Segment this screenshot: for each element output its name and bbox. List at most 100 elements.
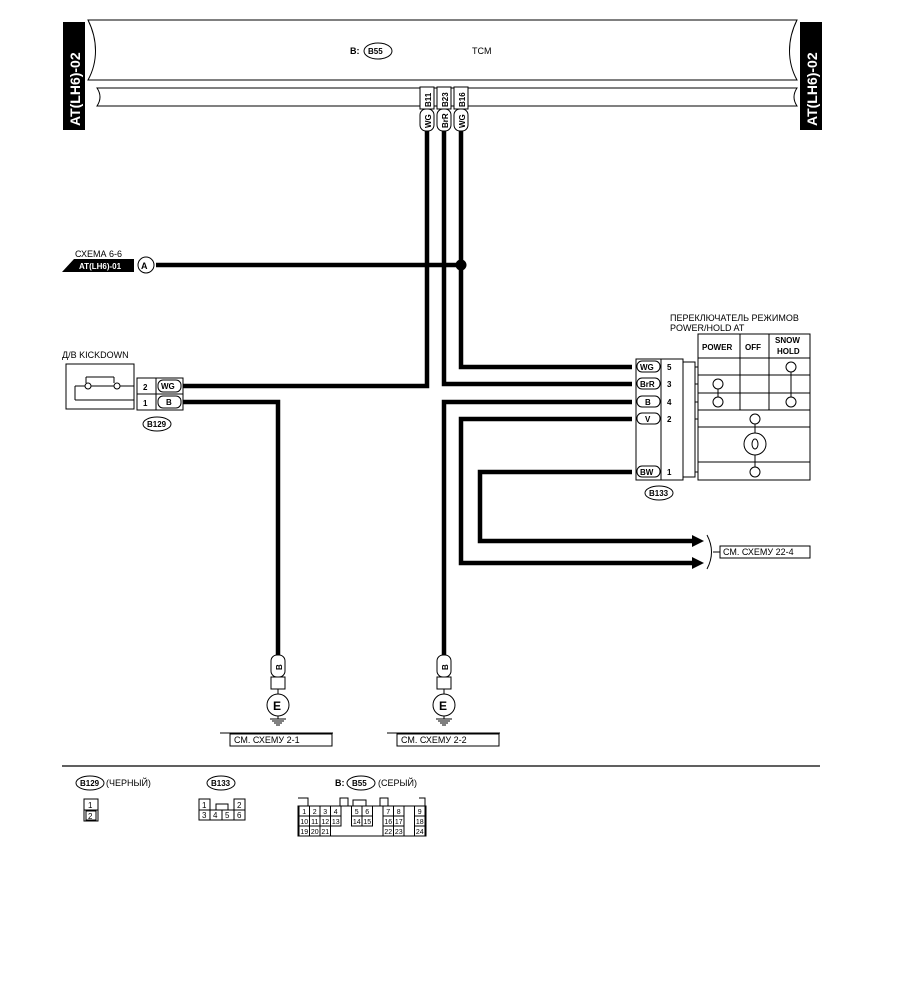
legend-b55-pin: 20 — [311, 829, 319, 836]
mode-switch-header-off: OFF — [745, 343, 761, 352]
kickdown-switch: Д/В KICKDOWN 2 1 WG B B129 — [62, 350, 184, 432]
legend-b55-pin: 9 — [418, 809, 422, 816]
ref-22-4-text: СМ. СХЕМУ 22-4 — [723, 547, 794, 557]
mode-switch-pin-1: 1 — [667, 468, 672, 477]
legend-b55-cell — [393, 825, 405, 837]
legend-b129-pin-2: 2 — [88, 812, 93, 821]
mode-switch-wire-bw: BW — [640, 468, 654, 477]
wires — [156, 131, 692, 655]
legend-b55-pin: 17 — [395, 819, 403, 826]
ground-left-symbol: E — [273, 699, 281, 713]
legend-b55-pin: 19 — [300, 829, 308, 836]
legend-b133-pin-5: 5 — [225, 811, 230, 820]
mode-switch-wire-wg: WG — [640, 363, 654, 372]
mode-switch-pin-2: 2 — [667, 415, 672, 424]
legend-b55-pin: 6 — [365, 809, 369, 816]
legend-b55-cell — [319, 825, 331, 837]
mode-switch-header-snow: SNOW — [775, 336, 800, 345]
legend-b55-pin: 18 — [416, 819, 424, 826]
kickdown-pin-2: 2 — [143, 383, 148, 392]
legend-b55-pin: 3 — [323, 809, 327, 816]
mode-switch-wire-b: B — [645, 398, 651, 407]
legend-b133-pin-6: 6 — [237, 811, 242, 820]
legend-b55-cell — [330, 815, 342, 827]
legend-b129-pin-1: 1 — [88, 801, 93, 810]
page-tag-right-text: AT(LH6)-02 — [804, 52, 820, 126]
tcm-pin-b23: B23 — [441, 92, 450, 107]
ref-a: СХЕМА 6-6 AT(LH6)-01 A — [62, 249, 155, 274]
mode-switch-title-2: POWER/HOLD AT — [670, 323, 745, 333]
legend-b55-cell — [361, 815, 373, 827]
tcm-wire-brr: BrR — [441, 113, 450, 128]
kickdown-wire-wg: WG — [161, 382, 175, 391]
ground-left-wire: B — [275, 664, 284, 670]
legend-b129-desc: (ЧЕРНЫЙ) — [106, 777, 151, 788]
legend-b55-pin: 24 — [416, 829, 424, 836]
junction-dot — [455, 259, 467, 271]
legend-b133-pin-2: 2 — [237, 801, 242, 810]
tcm-connector-id: B55 — [368, 47, 383, 56]
mode-switch-pin-4: 4 — [667, 398, 672, 407]
tcm-pin-b11: B11 — [424, 92, 433, 107]
ground-left: B E СМ. СХЕМУ 2-1 — [220, 654, 333, 747]
legend-b55-pin: 2 — [313, 809, 317, 816]
tcm-connector-prefix: B: — [350, 46, 360, 56]
kickdown-title: Д/В KICKDOWN — [62, 350, 129, 360]
legend-b55-pin: 16 — [384, 819, 392, 826]
legend-b55-pin: 22 — [384, 829, 392, 836]
page-tag-right: AT(LH6)-02 — [800, 22, 822, 130]
legend-b55-desc: (СЕРЫЙ) — [378, 777, 417, 788]
ground-right: B E СМ. СХЕМУ 2-2 — [387, 654, 500, 747]
legend-b55-pin: 12 — [321, 819, 329, 826]
tcm-wire-wg-1: WG — [424, 114, 433, 128]
legend-b55-pin: 1 — [302, 809, 306, 816]
legend-b133-pin-3: 3 — [202, 811, 207, 820]
legend-b55-pin: 14 — [353, 819, 361, 826]
legend-b55-pin: 23 — [395, 829, 403, 836]
kickdown-pin-1: 1 — [143, 399, 148, 408]
page-tag-left-text: AT(LH6)-02 — [67, 52, 83, 126]
mode-switch-header-power: POWER — [702, 343, 732, 352]
legend-b133: B133 1 2 3 4 5 6 — [198, 775, 246, 821]
tcm-wire-wg-2: WG — [458, 114, 467, 128]
legend-b55-pin: 13 — [332, 819, 340, 826]
ref-a-text: СХЕМА 6-6 — [75, 249, 122, 259]
legend-b55-pin: 10 — [300, 819, 308, 826]
tcm-unit: B: B55 TCM — [87, 19, 798, 107]
legend-b133-id: B133 — [211, 779, 231, 788]
legend-b55-id: B55 — [352, 779, 367, 788]
mode-switch-connector-id: B133 — [649, 489, 669, 498]
tcm-pin-b16: B16 — [458, 92, 467, 107]
mode-switch-pin-5: 5 — [667, 363, 672, 372]
ref-a-tag: AT(LH6)-01 — [79, 262, 122, 271]
ground-right-symbol: E — [439, 699, 447, 713]
legend-b129: B129 (ЧЕРНЫЙ) 1 2 — [75, 775, 151, 822]
kickdown-wire-b: B — [166, 398, 172, 407]
tcm-label: TCM — [472, 46, 492, 56]
legend-b55-pin: 7 — [386, 809, 390, 816]
legend-b55-pin: 4 — [334, 809, 338, 816]
kickdown-connector-id: B129 — [147, 420, 167, 429]
ground-right-ref: СМ. СХЕМУ 2-2 — [401, 735, 467, 745]
page-tag-left: AT(LH6)-02 — [63, 22, 85, 130]
ref-a-letter: A — [141, 261, 148, 271]
mode-switch-header-hold: HOLD — [777, 347, 800, 356]
legend-b133-pin-1: 1 — [202, 801, 207, 810]
legend-b55-prefix: B: — [335, 778, 345, 788]
legend-b55-pin: 5 — [355, 809, 359, 816]
ground-right-wire: B — [441, 664, 450, 670]
ground-left-ref: СМ. СХЕМУ 2-1 — [234, 735, 300, 745]
mode-switch-title-1: ПЕРЕКЛЮЧАТЕЛЬ РЕЖИМОВ — [670, 313, 799, 323]
legend-b129-id: B129 — [80, 779, 100, 788]
legend-b55-pin: 11 — [311, 819, 318, 826]
tcm-pin-columns: B11 B23 B16 WG BrR WG — [419, 86, 469, 132]
legend-b55-pin: 8 — [397, 809, 401, 816]
legend-b55-cell — [414, 825, 426, 837]
mode-switch-pin-3: 3 — [667, 380, 672, 389]
legend-b133-pin-4: 4 — [213, 811, 218, 820]
legend-b55-pin: 21 — [321, 829, 329, 836]
mode-switch: ПЕРЕКЛЮЧАТЕЛЬ РЕЖИМОВ POWER/HOLD AT WG B… — [635, 313, 811, 501]
legend-b55-pin: 15 — [363, 819, 371, 826]
